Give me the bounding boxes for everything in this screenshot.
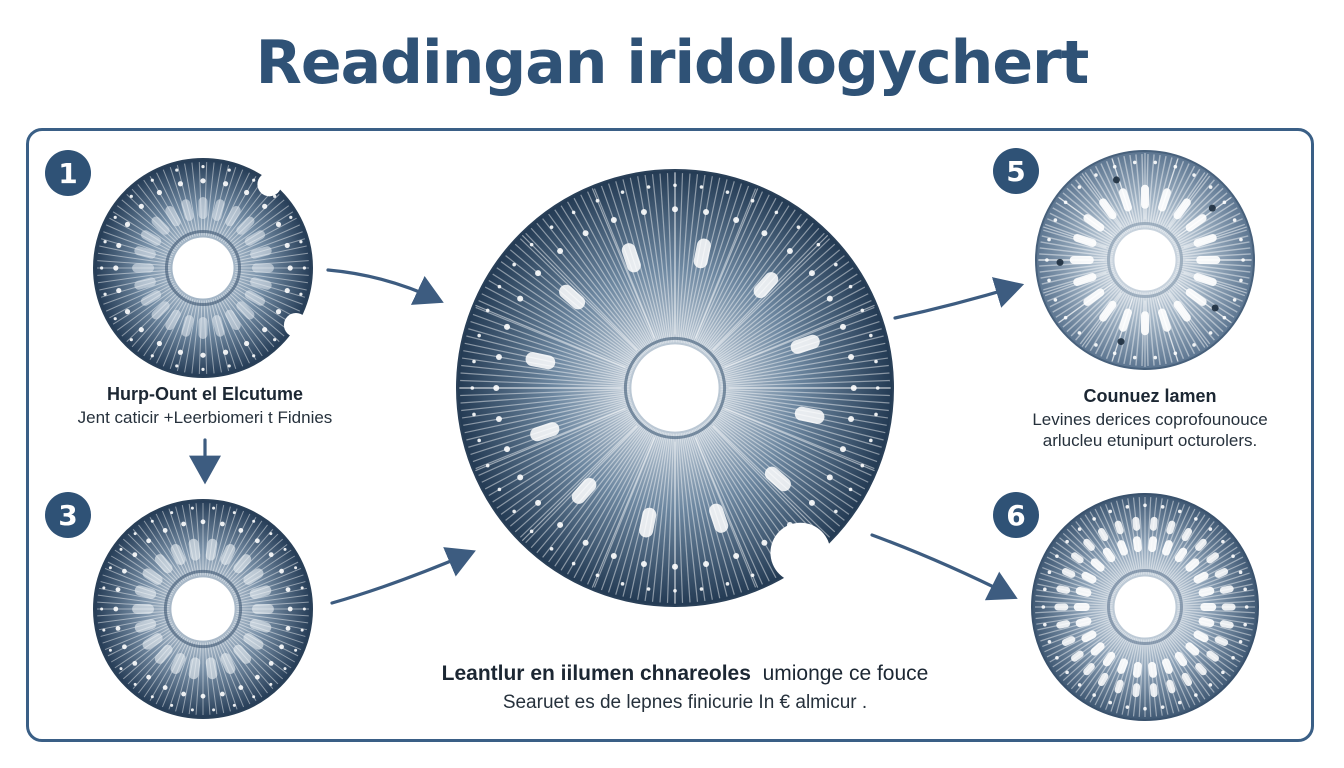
center-subtext: Searuet es de lepnes finicurie In € almi… (502, 692, 868, 713)
step-5-subtext-line1: Levines derices coprofounouce (1032, 410, 1268, 429)
iris-icon-step-1 (93, 158, 313, 378)
step-badge-5: 5 (993, 148, 1039, 194)
arrow-icon-center-to-6 (870, 533, 1018, 601)
iris-icon-step-3 (93, 499, 313, 719)
step-5-heading: Counuez lamen (1083, 386, 1217, 406)
center-heading-bold: Leantlur en iilumen chnareoles (441, 662, 751, 685)
arrow-icon-center-to-5 (893, 277, 1025, 320)
center-heading-regular: umionge ce fouce (762, 662, 929, 685)
step-1-subtext: Jent caticir +Leerbiomeri t Fidnies (77, 408, 333, 427)
iris-icon-step-5 (1035, 150, 1255, 370)
step-badge-1: 1 (45, 150, 91, 196)
step-badge-3: 3 (45, 492, 91, 538)
step-5-subtext-line2: arlucleu etunipurt octurolers. (1042, 431, 1258, 450)
iris-icon-center (456, 169, 894, 607)
page-title: Readingan iridologychert (255, 28, 1090, 98)
step-5-caption: Counuez lamen Levines derices coprofouno… (990, 386, 1310, 451)
step-1-heading: Hurp-Ount el Elcutume (106, 384, 303, 404)
diagram-frame (26, 128, 1314, 742)
step-badge-6: 6 (993, 492, 1039, 538)
arrow-icon-3-to-center (330, 547, 476, 605)
center-heading: Leantlur en iilumen chnareoles umionge c… (380, 662, 990, 686)
step-1-caption: Hurp-Ount el Elcutume Jent caticir +Leer… (40, 384, 370, 428)
iris-icon-step-6 (1031, 493, 1259, 721)
arrow-icon-1-to-center (326, 268, 444, 305)
center-caption: Leantlur en iilumen chnareoles umionge c… (380, 662, 990, 714)
